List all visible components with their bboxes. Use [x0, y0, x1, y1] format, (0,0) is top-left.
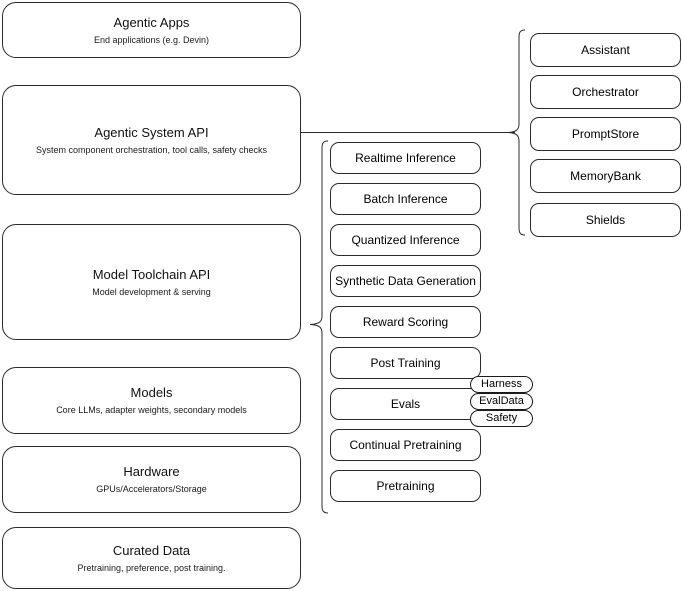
- system-item-assistant[interactable]: Assistant: [530, 33, 681, 67]
- badge-label: EvalData: [479, 395, 524, 407]
- toolchain-item-evals[interactable]: Evals: [330, 388, 481, 420]
- stack-layer-curated-data[interactable]: Curated Data Pretraining, preference, po…: [2, 527, 301, 589]
- node-label: Orchestrator: [572, 84, 639, 99]
- node-label: Quantized Inference: [351, 232, 460, 247]
- system-item-shields[interactable]: Shields: [530, 203, 681, 237]
- stack-layer-subtitle: Core LLMs, adapter weights, secondary mo…: [56, 405, 247, 415]
- node-label: PromptStore: [571, 126, 640, 141]
- system-api-connector-line: [301, 132, 515, 133]
- toolchain-item-quantized-inference[interactable]: Quantized Inference: [330, 224, 481, 256]
- stack-layer-subtitle: End applications (e.g. Devin): [93, 34, 210, 45]
- node-label: Continual Pretraining: [349, 437, 462, 452]
- node-label: Reward Scoring: [362, 314, 449, 329]
- stack-layer-title: Hardware: [123, 464, 180, 479]
- stack-layer-agentic-apps[interactable]: Agentic Apps End applications (e.g. Devi…: [2, 2, 301, 58]
- system-item-orchestrator[interactable]: Orchestrator: [530, 75, 681, 109]
- node-label: Post Training: [370, 355, 441, 370]
- stack-layer-title: Agentic Apps: [113, 14, 190, 30]
- system-item-promptstore[interactable]: PromptStore: [530, 117, 681, 151]
- stack-layer-subtitle: Model development & serving: [92, 286, 211, 297]
- toolchain-item-batch-inference[interactable]: Batch Inference: [330, 183, 481, 215]
- node-label: Batch Inference: [363, 191, 448, 206]
- toolchain-item-synthetic-data-generation[interactable]: Synthetic Data Generation: [330, 265, 481, 297]
- stack-layer-subtitle: System component orchestration, tool cal…: [35, 144, 268, 155]
- stack-layer-title: Agentic System API: [94, 124, 209, 140]
- evals-badge-harness[interactable]: Harness: [470, 376, 533, 393]
- toolchain-components-brace: [309, 140, 329, 514]
- stack-layer-hardware[interactable]: Hardware GPUs/Accelerators/Storage: [2, 446, 301, 513]
- evals-badge-safety[interactable]: Safety: [470, 410, 533, 427]
- badge-label: Harness: [481, 378, 522, 390]
- badge-label: Safety: [485, 412, 518, 424]
- node-label: Pretraining: [376, 478, 435, 493]
- stack-layer-title: Model Toolchain API: [92, 266, 211, 282]
- system-components-brace: [507, 29, 526, 236]
- stack-layer-model-toolchain-api[interactable]: Model Toolchain API Model development & …: [2, 224, 301, 340]
- node-label: Evals: [390, 396, 421, 411]
- system-item-memorybank[interactable]: MemoryBank: [530, 159, 681, 193]
- stack-layer-models[interactable]: Models Core LLMs, adapter weights, secon…: [2, 367, 301, 434]
- stack-layer-agentic-system-api[interactable]: Agentic System API System component orch…: [2, 85, 301, 195]
- node-label: Realtime Inference: [355, 150, 456, 165]
- stack-layer-subtitle: GPUs/Accelerators/Storage: [96, 484, 207, 494]
- node-label: Assistant: [581, 42, 630, 57]
- toolchain-item-continual-pretraining[interactable]: Continual Pretraining: [330, 429, 481, 461]
- toolchain-item-post-training[interactable]: Post Training: [330, 347, 481, 379]
- node-label: Synthetic Data Generation: [335, 273, 476, 288]
- node-label: Shields: [585, 212, 626, 227]
- stack-layer-title: Models: [130, 385, 173, 400]
- toolchain-item-realtime-inference[interactable]: Realtime Inference: [330, 142, 481, 174]
- toolchain-item-reward-scoring[interactable]: Reward Scoring: [330, 306, 481, 338]
- evals-badge-evaldata[interactable]: EvalData: [470, 393, 533, 410]
- node-label: MemoryBank: [570, 168, 641, 183]
- toolchain-item-pretraining[interactable]: Pretraining: [330, 470, 481, 502]
- stack-layer-title: Curated Data: [112, 542, 191, 558]
- stack-layer-subtitle: Pretraining, preference, post training.: [77, 562, 226, 573]
